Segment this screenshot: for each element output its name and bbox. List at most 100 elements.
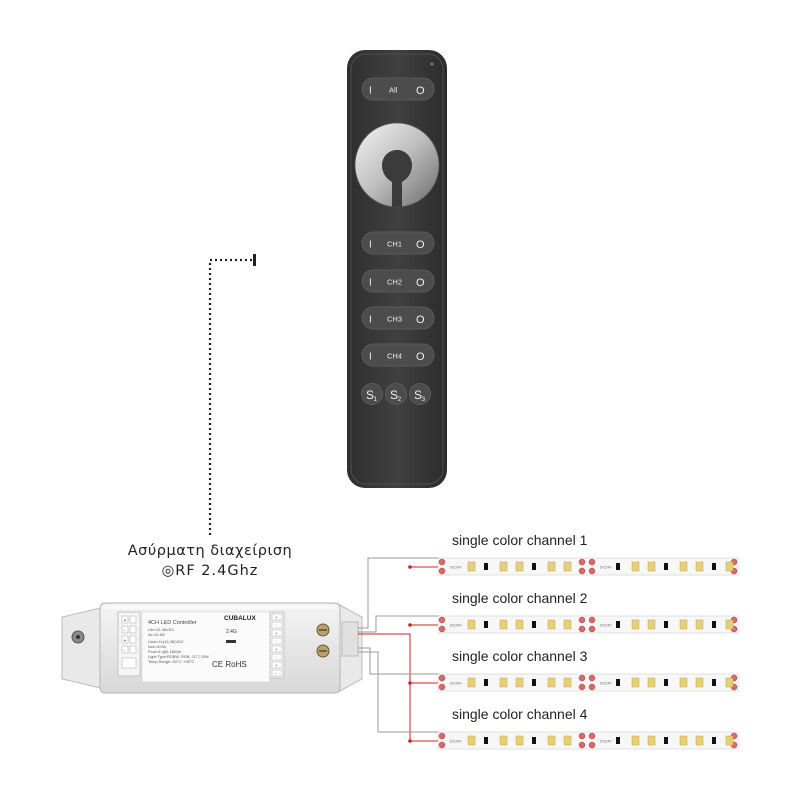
- terminal-slot: [129, 645, 137, 654]
- channel-label-3: single color channel 3: [452, 648, 588, 664]
- voltage-tag: DC24V: [600, 566, 612, 570]
- wire-junction: [408, 681, 412, 685]
- channel-label: CH1: [387, 240, 402, 249]
- terminal-label: -: [124, 648, 126, 654]
- on-symbol: I: [369, 278, 372, 289]
- solder-pad: [438, 567, 446, 575]
- channel-label: CH3: [387, 315, 402, 324]
- led-chip: [467, 735, 476, 746]
- solder-pad: [578, 741, 586, 749]
- led-chip: [547, 677, 556, 688]
- led-chip: [647, 735, 656, 746]
- strip-base: [437, 673, 739, 692]
- voltage-tag: DC24V: [450, 624, 462, 628]
- wire-junction: [408, 623, 412, 627]
- solder-pad: [588, 683, 596, 691]
- scene-main: S: [414, 388, 422, 402]
- terminal-slot: [271, 613, 283, 621]
- led-chip: [563, 735, 572, 746]
- terminal-slot: [129, 615, 137, 624]
- terminal-label: +: [275, 631, 278, 636]
- led-chip: [695, 619, 704, 630]
- channel-1-wire: [358, 557, 440, 629]
- center-button[interactable]: [384, 150, 410, 176]
- cable-gland: [341, 621, 359, 657]
- led-chip: [679, 735, 688, 746]
- channel-button-4[interactable]: I CH4 O: [361, 343, 435, 367]
- led-chip: [647, 561, 656, 572]
- led-chip: [467, 561, 476, 572]
- resistor: [616, 679, 620, 686]
- scene-main: S: [366, 388, 374, 402]
- off-symbol: O: [416, 277, 425, 289]
- terminal-slot: [271, 645, 283, 653]
- scene-sub: 3: [422, 396, 426, 403]
- resistor: [664, 563, 668, 570]
- terminal-label: +: [124, 638, 127, 644]
- terminal-slot: [129, 635, 137, 644]
- terminal-slot: [271, 621, 283, 629]
- solder-pad: [588, 558, 596, 566]
- on-symbol: I: [369, 352, 372, 363]
- led-chip: [631, 735, 640, 746]
- solder-pad: [438, 674, 446, 682]
- resistor: [664, 737, 668, 744]
- solder-pad: [438, 558, 446, 566]
- led-chip: [695, 561, 704, 572]
- solder-pad: [588, 625, 596, 633]
- led-chip: [499, 561, 508, 572]
- spec-line: Iin=20.5A: [148, 632, 165, 637]
- off-symbol: O: [416, 314, 425, 326]
- led-chip: [547, 561, 556, 572]
- led-chip: [467, 677, 476, 688]
- spec-line: Iout=4×5A: [148, 644, 166, 649]
- solder-pad: [578, 567, 586, 575]
- solder-pad: [578, 558, 586, 566]
- controller-model: 4CH LED Controller: [148, 620, 197, 626]
- terminal-slot: [121, 625, 129, 634]
- touch-ring-wheel[interactable]: [354, 122, 440, 208]
- terminal-slot: [271, 669, 283, 677]
- voltage-tag: DC24V: [600, 740, 612, 744]
- channel-label-4: single color channel 4: [452, 706, 588, 722]
- solder-pad: [438, 741, 446, 749]
- spec-line: Uout=4×(12-36)VDC: [148, 639, 184, 644]
- channel-4-wire: [358, 651, 440, 733]
- resistor: [664, 679, 668, 686]
- solder-pad: [588, 616, 596, 624]
- led-chip: [515, 677, 524, 688]
- led-chip: [695, 677, 704, 688]
- solder-pad: [438, 683, 446, 691]
- led-chip: [563, 677, 572, 688]
- led-chip: [515, 619, 524, 630]
- solder-pad: [588, 674, 596, 682]
- all-label: All: [389, 86, 398, 95]
- led-chip: [679, 619, 688, 630]
- led-chip: [631, 677, 640, 688]
- spec-line: Uin=12-36VDC: [148, 627, 174, 632]
- on-symbol: I: [369, 315, 372, 326]
- channel-label-1: single color channel 1: [452, 532, 588, 548]
- terminal-label: +: [275, 663, 278, 668]
- solder-pad: [578, 732, 586, 740]
- off-symbol: O: [416, 351, 425, 363]
- led-chip: [515, 561, 524, 572]
- channel-button-3[interactable]: I CH3 O: [361, 306, 435, 330]
- resistor: [712, 679, 716, 686]
- voltage-tag: DC24V: [450, 682, 462, 686]
- channel-label: CH4: [387, 352, 402, 361]
- channel-button-body: [361, 306, 435, 330]
- all-button[interactable]: I All O: [361, 77, 435, 101]
- terminal-slot: [121, 615, 129, 624]
- dc-input-slot: [121, 657, 137, 669]
